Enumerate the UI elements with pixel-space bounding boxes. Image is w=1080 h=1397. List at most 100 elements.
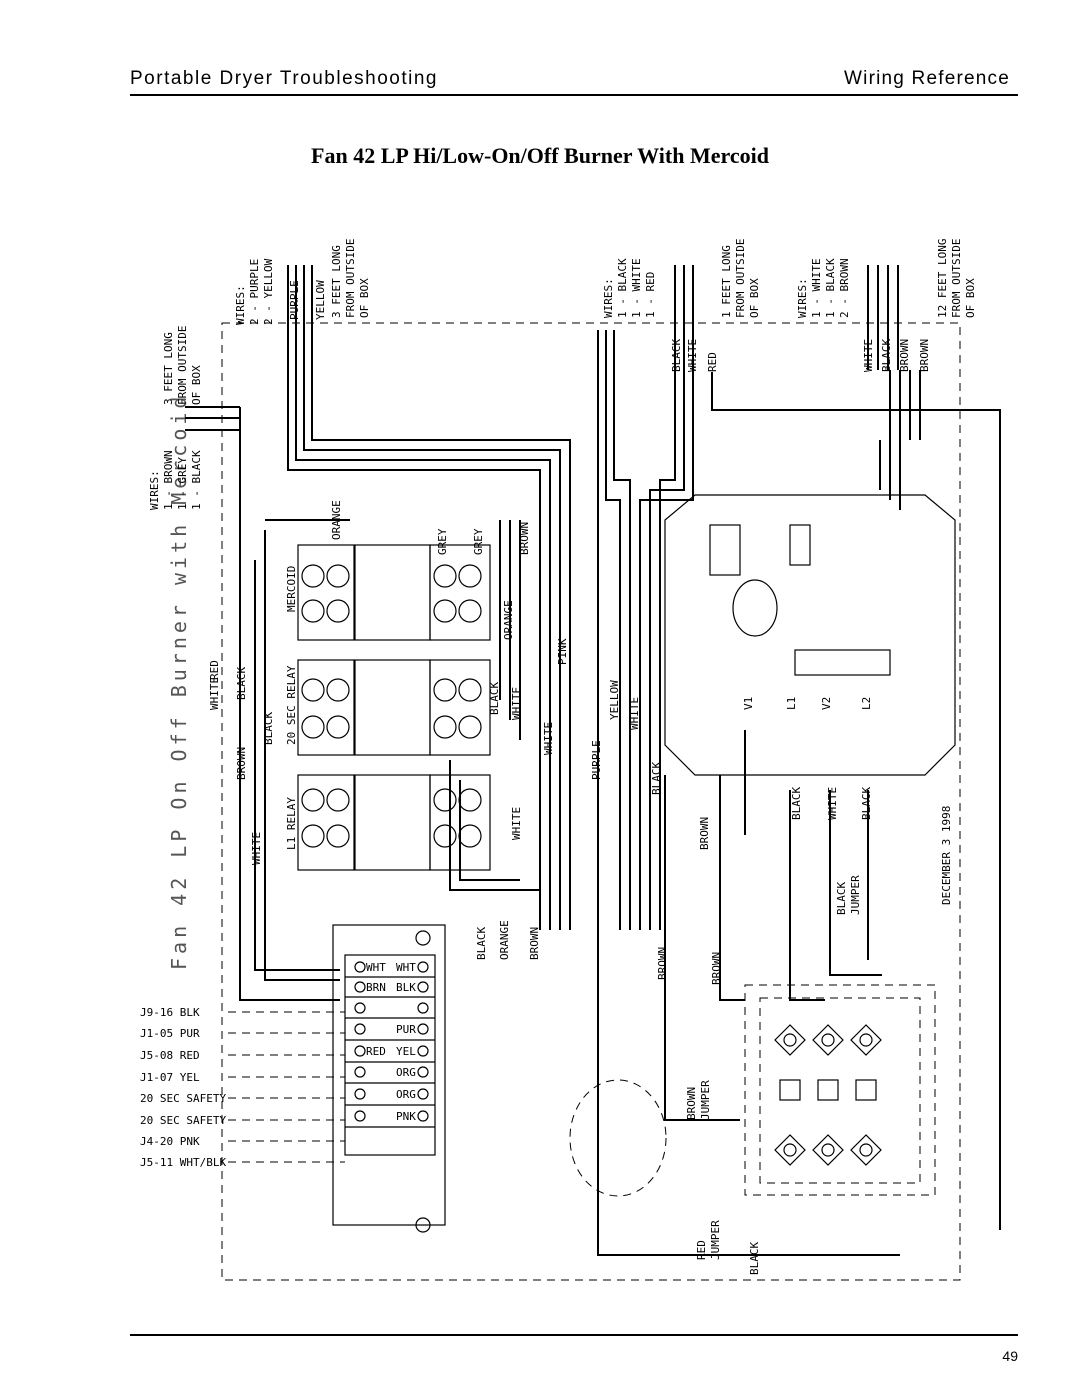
svg-text:1 - WHITE: 1 - WHITE — [810, 258, 823, 318]
svg-text:1 - BLACK: 1 - BLACK — [824, 258, 837, 318]
igniter-outline — [569, 1079, 667, 1197]
svg-text:ORANGE: ORANGE — [502, 600, 515, 640]
wire-label-brown: BROWN — [898, 339, 911, 372]
page-number: 49 — [1002, 1348, 1018, 1364]
svg-text:20 SEC RELAY: 20 SEC RELAY — [285, 665, 298, 745]
svg-text:V1: V1 — [742, 697, 755, 710]
svg-text:PINK: PINK — [556, 638, 569, 665]
svg-text:V2: V2 — [820, 697, 833, 710]
svg-text:BLACK: BLACK — [790, 787, 803, 820]
wire-label-yellow: YELLOW — [314, 280, 327, 320]
svg-text:BLK: BLK — [396, 981, 416, 994]
svg-text:J1-05 PUR: J1-05 PUR — [140, 1027, 200, 1040]
svg-text:WHITE: WHITE — [628, 697, 641, 730]
svg-text:ORANGE: ORANGE — [330, 500, 343, 540]
svg-text:RED: RED — [366, 1045, 386, 1058]
svg-text:ORG: ORG — [396, 1066, 416, 1079]
svg-text:RED: RED — [695, 1240, 708, 1260]
svg-text:2 - YELLOW: 2 - YELLOW — [262, 258, 275, 325]
svg-text:YELLOW: YELLOW — [608, 680, 621, 720]
wire-label-black: BLACK — [670, 339, 683, 372]
wire-label-red: RED — [706, 352, 719, 372]
header-reference-title: Wiring Reference — [844, 68, 1010, 89]
svg-text:WHITE: WHITE — [208, 677, 221, 710]
svg-text:YEL: YEL — [396, 1045, 416, 1058]
svg-text:BLACK: BLACK — [748, 1242, 761, 1275]
terminal-strip-labels: J9-16 BLK J1-05 PUR J5-08 RED J1-07 YEL … — [140, 1006, 226, 1169]
header-rule — [130, 94, 1018, 96]
svg-text:1 - BLACK: 1 - BLACK — [190, 450, 203, 510]
svg-text:BROWN: BROWN — [656, 947, 669, 980]
svg-text:L2: L2 — [860, 697, 873, 710]
svg-text:WHT: WHT — [396, 961, 416, 974]
svg-text:OF BOX: OF BOX — [190, 365, 203, 405]
svg-text:BRN: BRN — [366, 981, 386, 994]
svg-text:PURPLE: PURPLE — [590, 740, 603, 780]
interior-wire-labels: ORANGE GREY GREY BROWN ORANGE PINK BLACK… — [208, 500, 873, 985]
svg-text:BLACK: BLACK — [860, 787, 873, 820]
cable-group-purple-yellow: WIRES: 2 - PURPLE 2 - YELLOW 3 FEET LONG… — [234, 239, 371, 325]
svg-text:MERCOID: MERCOID — [285, 566, 298, 612]
svg-text:L1 RELAY: L1 RELAY — [285, 797, 298, 850]
page-title: Fan 42 LP Hi/Low-On/Off Burner With Merc… — [311, 143, 769, 168]
wire-label-brown-2: BROWN — [918, 339, 931, 372]
svg-text:WHITE: WHITE — [826, 787, 839, 820]
wire-label-black-2: BLACK — [880, 339, 893, 372]
svg-text:WIRES:: WIRES: — [602, 278, 615, 318]
svg-text:JUMPER: JUMPER — [699, 1080, 712, 1120]
svg-text:OF BOX: OF BOX — [748, 278, 761, 318]
svg-text:WHT: WHT — [366, 961, 386, 974]
svg-text:12 FEET LONG: 12 FEET LONG — [936, 239, 949, 318]
relay-l1: L1 RELAY — [285, 774, 491, 871]
svg-text:BLACK: BLACK — [650, 762, 663, 795]
cable-group-black-white-red: WIRES: 1 - BLACK 1 - WHITE 1 - RED 1 FEE… — [602, 239, 761, 318]
svg-text:2 - PURPLE: 2 - PURPLE — [248, 259, 261, 325]
svg-text:BROWN: BROWN — [235, 747, 248, 780]
svg-text:1 - BLACK: 1 - BLACK — [616, 258, 629, 318]
svg-text:J4-20 PNK: J4-20 PNK — [140, 1135, 200, 1148]
gas-valve-block: BLACK JUMPER BROWN JUMPER RED JUMPER BLA… — [685, 875, 936, 1275]
svg-text:BROWN: BROWN — [528, 927, 541, 960]
svg-text:1 - WHITE: 1 - WHITE — [630, 258, 643, 318]
svg-text:ORG: ORG — [396, 1088, 416, 1101]
svg-text:BLACK: BLACK — [835, 882, 848, 915]
svg-text:JUMPER: JUMPER — [849, 875, 862, 915]
svg-text:PNK: PNK — [396, 1110, 416, 1123]
svg-text:BROWN: BROWN — [685, 1087, 698, 1120]
svg-text:FROM OUTSIDE: FROM OUTSIDE — [176, 326, 189, 405]
svg-text:L1: L1 — [785, 697, 798, 710]
diagram-vertical-title: Fan 42 LP On Off Burner with Mercoid — [167, 393, 191, 970]
svg-text:FROM OUTSIDE: FROM OUTSIDE — [734, 239, 747, 318]
relay-20-sec: 20 SEC RELAY — [285, 659, 491, 756]
svg-text:WHITE: WHITE — [510, 807, 523, 840]
wire-label-purple: PURPLE — [288, 280, 301, 320]
svg-text:BLACK: BLACK — [235, 667, 248, 700]
cable-group-white-black-brown: WIRES: 1 - WHITE 1 - BLACK 2 - BROWN 12 … — [796, 239, 977, 318]
svg-text:BROWN: BROWN — [698, 817, 711, 850]
svg-text:J1-07 YEL: J1-07 YEL — [140, 1071, 200, 1084]
svg-text:GREY: GREY — [472, 528, 485, 555]
svg-text:3 FEET LONG: 3 FEET LONG — [162, 332, 175, 405]
svg-text:1 FEET LONG: 1 FEET LONG — [720, 245, 733, 318]
wire-label-white-2: WHITE — [862, 339, 875, 372]
svg-text:J5-11 WHT/BLK: J5-11 WHT/BLK — [140, 1156, 226, 1169]
enclosure-boundary — [221, 322, 961, 1281]
svg-text:OF BOX: OF BOX — [358, 278, 371, 318]
control-module: V1 L1 V2 L2 — [664, 494, 956, 776]
svg-text:WHITE: WHITE — [510, 687, 523, 720]
svg-text:BLACK: BLACK — [262, 712, 275, 745]
svg-text:BROWN: BROWN — [518, 522, 531, 555]
relay-mercoid: MERCOID — [285, 544, 491, 641]
svg-text:BROWN: BROWN — [710, 952, 723, 985]
svg-text:FROM OUTSIDE: FROM OUTSIDE — [344, 239, 357, 318]
svg-text:J5-08 RED: J5-08 RED — [140, 1049, 200, 1062]
svg-text:WIRES:: WIRES: — [796, 278, 809, 318]
svg-text:RED: RED — [208, 660, 221, 680]
svg-text:2 - BROWN: 2 - BROWN — [838, 258, 851, 318]
footer-rule — [130, 1334, 1018, 1336]
svg-text:OF BOX: OF BOX — [964, 278, 977, 318]
svg-text:JUMPER: JUMPER — [709, 1220, 722, 1260]
header-section-title: Portable Dryer Troubleshooting — [130, 68, 438, 89]
diagram-date: DECEMBER 3 1998 — [940, 806, 953, 905]
